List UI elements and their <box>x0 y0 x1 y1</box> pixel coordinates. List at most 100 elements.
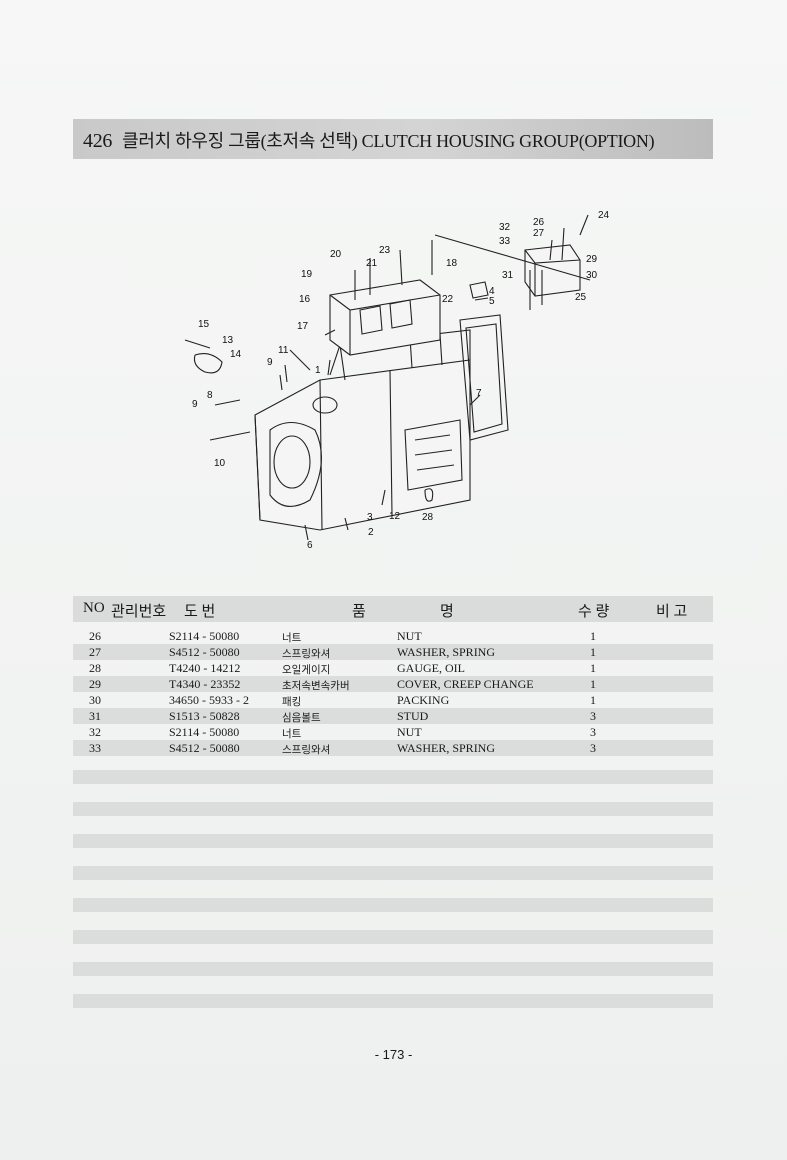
row-name-kr: 심음볼트 <box>282 712 321 724</box>
callout-label: 9 <box>192 399 198 410</box>
empty-table-row <box>73 962 713 976</box>
empty-table-row <box>73 770 713 784</box>
row-name-kr: 스프링와셔 <box>282 744 331 756</box>
row-part-no: T4240 - 14212 <box>169 661 241 675</box>
callout-label: 21 <box>366 258 378 269</box>
callout-label: 17 <box>297 321 309 332</box>
section-title: 426 클러치 하우징 그룹(초저속 선택) CLUTCH HOUSING GRO… <box>83 127 655 153</box>
header-name-1: 품 <box>352 604 366 620</box>
header-drawing-no: 도 번 <box>184 604 216 620</box>
group-title: 클러치 하우징 그룹(초저속 선택) CLUTCH HOUSING GROUP(… <box>122 131 655 151</box>
empty-table-row <box>73 994 713 1008</box>
row-qty: 1 <box>590 645 596 659</box>
callout-label: 6 <box>307 540 313 551</box>
row-part-no: S1513 - 50828 <box>169 709 240 723</box>
row-part-no: S2114 - 50080 <box>169 629 240 643</box>
callout-label: 2 <box>368 527 374 538</box>
row-qty: 3 <box>590 709 596 723</box>
table-row: 31 S1513 - 50828 심음볼트 STUD 3 <box>73 708 713 724</box>
empty-table-row <box>73 866 713 880</box>
callout-label: 3 <box>367 512 373 523</box>
callout-label: 23 <box>379 245 391 256</box>
table-row: 30 34650 - 5933 - 2 패킹 PACKING 1 <box>73 692 713 708</box>
parts-table-header: NO 관리번호 도 번 품 명 수 량 비 고 <box>73 596 713 622</box>
callout-label: 26 <box>533 217 545 228</box>
row-part-no: 34650 - 5933 - 2 <box>169 693 249 707</box>
header-qty: 수 량 <box>578 604 610 620</box>
row-name-kr: 패킹 <box>282 696 302 708</box>
table-row: 29 T4340 - 23352 초저속변속카버 COVER, CREEP CH… <box>73 676 713 692</box>
row-no: 28 <box>89 661 101 675</box>
callout-label: 7 <box>476 388 482 399</box>
row-name-en: WASHER, SPRING <box>397 645 496 659</box>
callout-label: 27 <box>533 228 545 239</box>
row-name-kr: 오일게이지 <box>282 664 331 676</box>
callout-label: 30 <box>586 270 598 281</box>
callout-label: 29 <box>586 254 598 265</box>
empty-table-row <box>73 898 713 912</box>
row-no: 26 <box>89 629 101 643</box>
callout-label: 9 <box>267 357 273 368</box>
callout-label: 5 <box>489 296 495 307</box>
callout-label: 12 <box>389 511 401 522</box>
row-name-kr: 초저속변속카버 <box>282 680 350 692</box>
row-name-en: NUT <box>397 725 422 739</box>
callout-label: 22 <box>442 294 454 305</box>
callout-label: 1 <box>315 365 321 376</box>
row-qty: 1 <box>590 677 596 691</box>
row-qty: 1 <box>590 629 596 643</box>
row-name-en: GAUGE, OIL <box>397 661 465 675</box>
table-row: 28 T4240 - 14212 오일게이지 GAUGE, OIL 1 <box>73 660 713 676</box>
callout-label: 33 <box>499 236 511 247</box>
callout-label: 20 <box>330 249 342 260</box>
row-part-no: S4512 - 50080 <box>169 741 240 755</box>
callout-label: 19 <box>301 269 313 280</box>
row-qty: 3 <box>590 741 596 755</box>
row-no: 33 <box>89 741 101 755</box>
callout-label: 25 <box>575 292 587 303</box>
callout-label: 4 <box>489 286 495 297</box>
group-number: 426 <box>83 130 113 152</box>
row-name-kr: 너트 <box>282 632 302 644</box>
exploded-parts-diagram: 1 2 3 4 5 6 7 8 9 9 10 11 12 13 14 15 16… <box>184 210 610 551</box>
row-part-no: T4340 - 23352 <box>169 677 241 691</box>
callout-label: 8 <box>207 390 213 401</box>
row-no: 29 <box>89 677 101 691</box>
callout-label: 16 <box>299 294 311 305</box>
row-name-en: COVER, CREEP CHANGE <box>397 677 534 691</box>
header-mgmt-no: 관리번호 <box>111 604 167 620</box>
row-name-en: STUD <box>397 709 429 723</box>
row-name-en: WASHER, SPRING <box>397 741 496 755</box>
row-name-kr: 스프링와셔 <box>282 648 331 660</box>
callout-label: 18 <box>446 258 458 269</box>
table-row: 32 S2114 - 50080 너트 NUT 3 <box>73 724 713 740</box>
empty-table-row <box>73 930 713 944</box>
section-title-bar: 426 클러치 하우징 그룹(초저속 선택) CLUTCH HOUSING GRO… <box>73 119 713 159</box>
row-qty: 1 <box>590 661 596 675</box>
table-row: 33 S4512 - 50080 스프링와셔 WASHER, SPRING 3 <box>73 740 713 756</box>
callout-label: 24 <box>598 210 610 221</box>
row-qty: 1 <box>590 693 596 707</box>
row-no: 27 <box>89 645 101 659</box>
callout-label: 15 <box>198 319 210 330</box>
row-qty: 3 <box>590 725 596 739</box>
row-name-en: NUT <box>397 629 422 643</box>
row-no: 31 <box>89 709 101 723</box>
callout-label: 28 <box>422 512 434 523</box>
callout-label: 11 <box>278 345 289 356</box>
empty-table-row <box>73 802 713 816</box>
row-part-no: S4512 - 50080 <box>169 645 240 659</box>
header-remarks: 비 고 <box>656 604 688 620</box>
row-name-kr: 너트 <box>282 728 302 740</box>
empty-table-row <box>73 834 713 848</box>
header-name-2: 명 <box>440 604 454 620</box>
callout-label: 13 <box>222 335 234 346</box>
callout-label: 32 <box>499 222 511 233</box>
row-no: 30 <box>89 693 101 707</box>
callout-label: 10 <box>214 458 226 469</box>
row-name-en: PACKING <box>397 693 450 707</box>
callout-label: 31 <box>502 270 514 281</box>
table-row: 26 S2114 - 50080 너트 NUT 1 <box>73 628 713 644</box>
row-part-no: S2114 - 50080 <box>169 725 240 739</box>
